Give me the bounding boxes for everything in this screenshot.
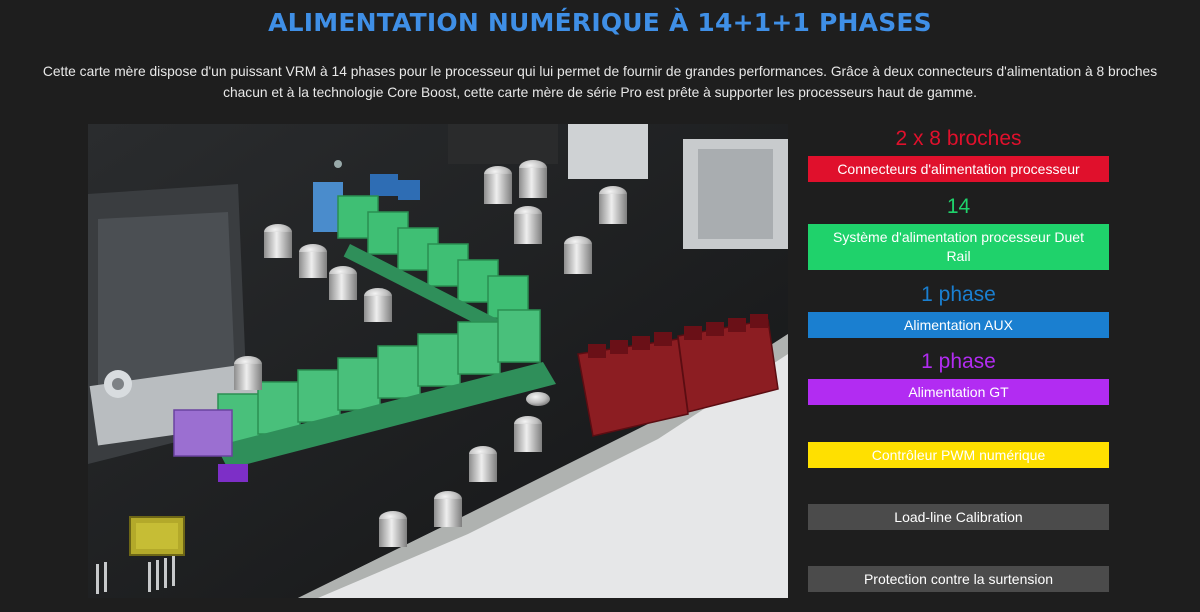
motherboard-image	[88, 124, 788, 598]
gt-phase-count: 1 phase	[921, 350, 996, 373]
pwm-controller-label: Contrôleur PWM numérique	[808, 442, 1109, 468]
gt-phase-label: Alimentation GT	[808, 379, 1109, 405]
cpu-connector-label: Connecteurs d'alimentation processeur	[808, 156, 1109, 182]
aux-phase-label: Alimentation AUX	[808, 312, 1109, 338]
section-title: ALIMENTATION NUMÉRIQUE À 14+1+1 PHASES	[268, 8, 932, 37]
motherboard-illustration	[88, 124, 788, 598]
duet-rail-label: Système d'alimentation processeur Duet R…	[808, 224, 1109, 270]
overvoltage-protection-label: Protection contre la surtension	[808, 566, 1109, 592]
cpu-connector-count: 2 x 8 broches	[895, 127, 1022, 150]
aux-phase-count: 1 phase	[921, 283, 996, 306]
section-intro: Cette carte mère dispose d'un puissant V…	[42, 64, 1158, 100]
duet-rail-count: 14	[946, 195, 971, 218]
load-line-calibration-label: Load-line Calibration	[808, 504, 1109, 530]
